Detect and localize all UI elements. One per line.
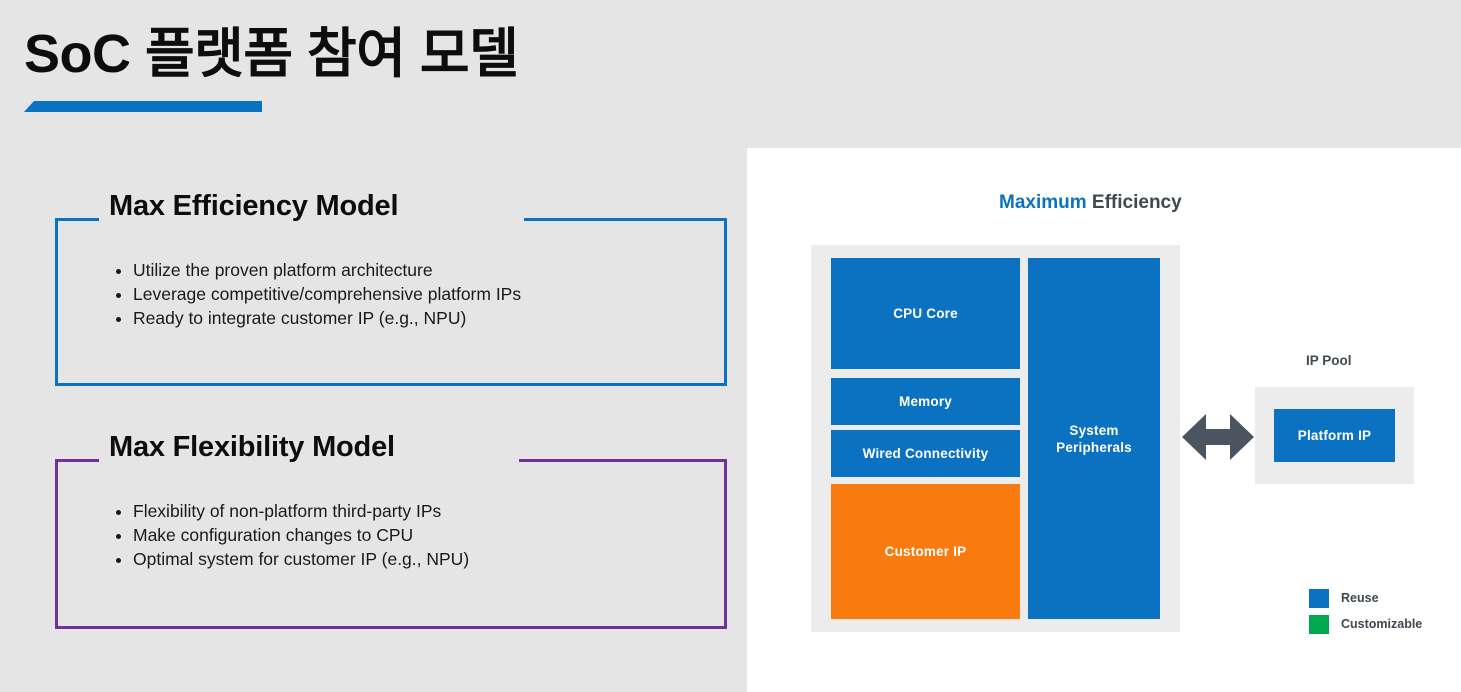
title-underline-accent	[24, 101, 262, 112]
soc-block-cpu-core: CPU Core	[831, 258, 1020, 369]
soc-block-customer-ip: Customer IP	[831, 484, 1020, 619]
diagram-title-strong: Maximum	[999, 192, 1087, 213]
soc-block-system-peripherals: System Peripherals	[1028, 258, 1160, 619]
system-peripherals-line2: Peripherals	[1056, 439, 1132, 455]
model-card-max-efficiency: Max Efficiency Model Utilize the proven …	[55, 190, 727, 386]
card-heading-max-efficiency: Max Efficiency Model	[109, 190, 399, 222]
legend-swatch-reuse	[1309, 588, 1329, 608]
diagram-legend: Reuse Customizable	[1309, 585, 1449, 637]
soc-block-wired-connectivity: Wired Connectivity	[831, 430, 1020, 477]
card-heading-gap	[99, 455, 519, 464]
list-item: Make configuration changes to CPU	[133, 523, 469, 547]
diagram-title-muted: Efficiency	[1086, 192, 1182, 213]
double-arrow-icon	[1182, 412, 1254, 462]
list-item: Ready to integrate customer IP (e.g., NP…	[133, 306, 521, 330]
ip-pool-container: Platform IP	[1255, 387, 1414, 484]
ip-pool-label: IP Pool	[1306, 353, 1352, 368]
model-card-max-flexibility: Max Flexibility Model Flexibility of non…	[55, 431, 727, 629]
card-heading-max-flexibility: Max Flexibility Model	[109, 431, 395, 463]
ip-pool-item-platform-ip: Platform IP	[1274, 409, 1395, 462]
diagram-title: Maximum Efficiency	[999, 192, 1182, 214]
system-peripherals-line1: System	[1069, 422, 1119, 438]
soc-block-memory: Memory	[831, 378, 1020, 425]
list-item: Flexibility of non-platform third-party …	[133, 499, 469, 523]
legend-swatch-customizable	[1309, 614, 1329, 634]
bullet-list-max-flexibility: Flexibility of non-platform third-party …	[113, 499, 469, 571]
page-title: SoC 플랫폼 참여 모델	[24, 24, 519, 84]
list-item: Leverage competitive/comprehensive platf…	[133, 282, 521, 306]
soc-block-column: CPU Core Memory Wired Connectivity Custo…	[831, 258, 1020, 619]
list-item: Utilize the proven platform architecture	[133, 258, 521, 282]
left-content-panel	[0, 0, 747, 692]
legend-label-customizable: Customizable	[1341, 617, 1423, 631]
legend-row-customizable: Customizable	[1309, 611, 1449, 637]
list-item: Optimal system for customer IP (e.g., NP…	[133, 547, 469, 571]
legend-row-reuse: Reuse	[1309, 585, 1449, 611]
legend-label-reuse: Reuse	[1341, 591, 1379, 605]
card-heading-gap	[99, 214, 524, 223]
soc-diagram-container: CPU Core Memory Wired Connectivity Custo…	[811, 245, 1180, 632]
top-background-strip	[747, 0, 1461, 148]
bullet-list-max-efficiency: Utilize the proven platform architecture…	[113, 258, 521, 330]
